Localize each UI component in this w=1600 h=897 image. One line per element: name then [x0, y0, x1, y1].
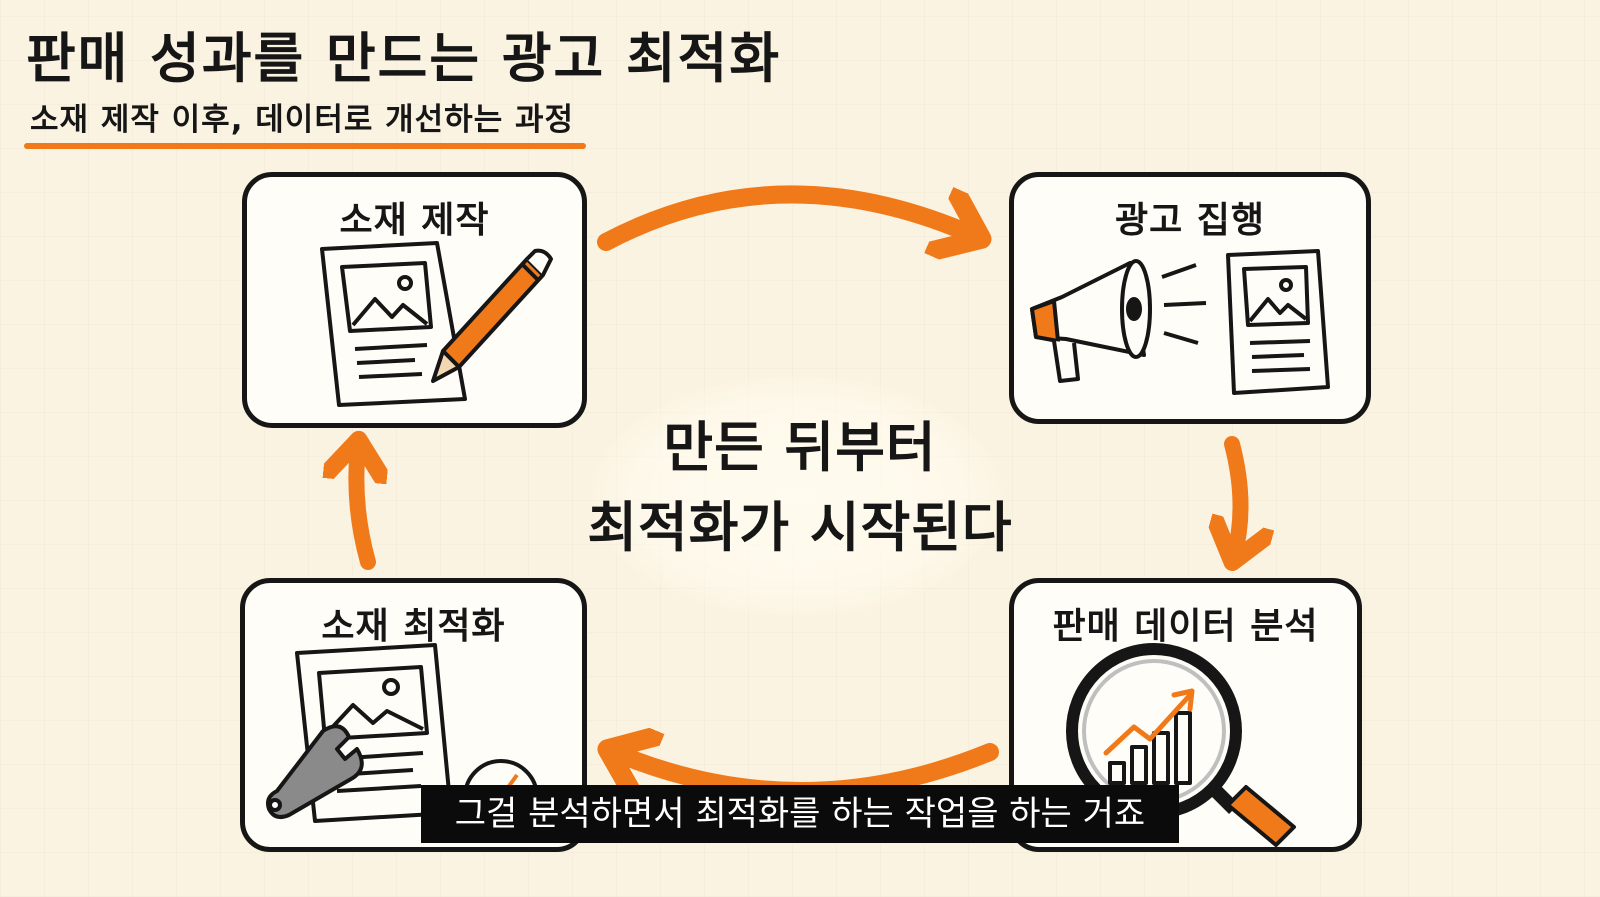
document-pencil-icon	[320, 241, 553, 407]
megaphone-icon	[1030, 249, 1330, 395]
center-line: 만든 뒤부터	[663, 416, 937, 479]
video-subtitle-caption: 그걸 분석하면서 최적화를 하는 작업을 하는 거죠	[421, 785, 1179, 843]
center-message: 만든 뒤부터 최적화가 시작된다	[560, 408, 1040, 568]
subtitle-underline	[24, 143, 586, 149]
card-material-creation: 소재 제작	[242, 172, 587, 428]
card-label: 광고 집행	[1114, 200, 1265, 241]
card-label: 소재 최적화	[321, 606, 506, 647]
arrow-exec-to-analyze	[1232, 436, 1241, 556]
page-title: 판매 성과를 만드는 광고 최적화	[26, 27, 782, 90]
center-glow	[592, 376, 1002, 616]
center-line: 최적화가 시작된다	[587, 496, 1013, 559]
page-subtitle: 소재 제작 이후, 데이터로 개선하는 과정	[30, 102, 575, 138]
arrow-optimize-to-create	[356, 446, 368, 570]
arrow-create-to-exec	[597, 185, 975, 242]
card-label: 소재 제작	[339, 200, 490, 241]
card-ad-execution: 광고 집행	[1009, 172, 1371, 424]
card-label: 판매 데이터 분석	[1052, 606, 1319, 647]
